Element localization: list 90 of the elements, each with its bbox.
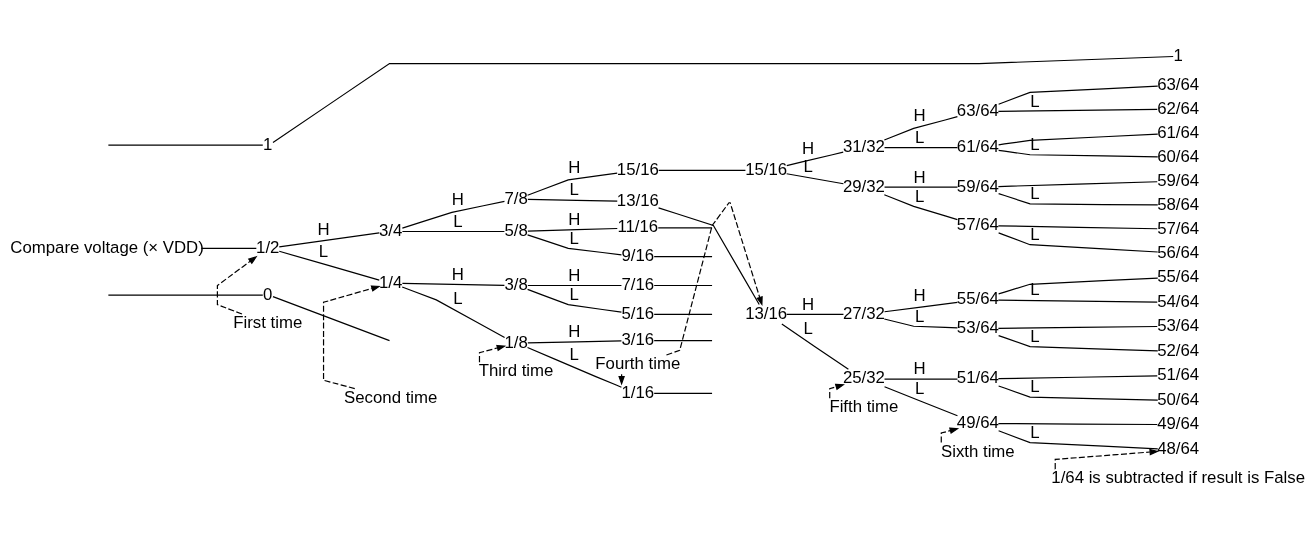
edge-label: H (451, 264, 464, 284)
node-text: 54/64 (1157, 291, 1200, 311)
node-text: 0 (263, 284, 273, 304)
edge-label: H (568, 209, 581, 229)
node-text: 1 (1173, 45, 1183, 65)
node-text: 5/16 (621, 303, 655, 323)
edge-label: L (1030, 327, 1040, 347)
node-text: Sixth time (941, 441, 1015, 461)
node-text: 13/16 (745, 303, 788, 323)
edge-label: L (569, 345, 579, 365)
edge-label: H (802, 294, 815, 314)
edge-label: H (802, 138, 815, 158)
node-text: 13/16 (616, 190, 659, 210)
node-text: 52/64 (1157, 340, 1200, 360)
edge-label: H (913, 167, 926, 187)
edge-label: H (451, 190, 464, 210)
edge-label: H (913, 106, 926, 126)
node-text: 1/4 (379, 272, 403, 292)
node-text: 49/64 (956, 412, 999, 432)
edge-label: L (1030, 135, 1040, 155)
node-text: 56/64 (1157, 242, 1200, 262)
node-text: 48/64 (1157, 439, 1200, 459)
edge-label: H (913, 286, 926, 306)
node-text: 15/16 (745, 159, 788, 179)
node-text: 53/64 (956, 318, 999, 338)
node-text: 9/16 (621, 246, 655, 266)
node-text: 3/4 (379, 220, 403, 240)
node-text: 61/64 (956, 136, 999, 156)
node-text: 29/32 (842, 176, 885, 196)
node-text: 25/32 (842, 368, 885, 388)
node-text: 1 (263, 134, 273, 154)
node-text: 49/64 (1157, 414, 1200, 434)
node-text: 58/64 (1157, 194, 1200, 214)
edge-label: H (568, 322, 581, 342)
node-text: 31/32 (842, 136, 885, 156)
edge-label: L (915, 306, 925, 326)
edge-label: L (1030, 377, 1040, 397)
node-text: 1/8 (504, 332, 528, 352)
edge-label: L (915, 378, 925, 398)
node-text: 1/16 (621, 382, 655, 402)
edge-label: L (1030, 225, 1040, 245)
node-text: 3/8 (504, 274, 528, 294)
node-text: 51/64 (1157, 364, 1200, 384)
node-text: 60/64 (1157, 146, 1200, 166)
node-text: 63/64 (956, 101, 999, 121)
edge-label: L (1030, 280, 1040, 300)
node-text: Compare voltage (× VDD) (10, 237, 204, 257)
edge-label: L (803, 318, 813, 338)
node-text: 15/16 (616, 159, 659, 179)
node-text: 59/64 (956, 176, 999, 196)
node-text: 63/64 (1157, 74, 1200, 94)
edge-label: L (569, 179, 579, 199)
node-text: Fifth time (829, 397, 899, 417)
node-text: Second time (344, 387, 438, 407)
node-text: 11/16 (617, 217, 659, 237)
edge-label: L (1030, 423, 1040, 443)
node-text: 53/64 (1157, 315, 1200, 335)
node-text: 61/64 (1157, 122, 1200, 142)
edge-label: H (913, 359, 926, 379)
node-text: 1/2 (256, 237, 280, 257)
node-text: 7/16 (621, 274, 655, 294)
node-text: 59/64 (1157, 170, 1200, 190)
edge-label: L (915, 186, 925, 206)
node-text: Third time (478, 361, 554, 381)
edge-label: H (568, 265, 581, 285)
node-text: 51/64 (956, 368, 999, 388)
edge-label: L (1030, 184, 1040, 204)
node-text: 7/8 (504, 188, 528, 208)
edge-label: L (915, 128, 925, 147)
node-text: 27/32 (842, 303, 885, 323)
edge-label: L (453, 288, 463, 308)
edge-label: L (569, 285, 579, 305)
edge-label: H (317, 220, 330, 240)
node-text: 50/64 (1157, 390, 1200, 410)
node-text: First time (233, 313, 303, 333)
edge-label: L (453, 211, 463, 231)
edge-label: L (318, 241, 329, 261)
node-text: 3/16 (621, 330, 655, 350)
node-text: 1/64 is subtracted if result is False (1051, 468, 1306, 488)
node-text: Fourth time (595, 354, 681, 374)
edge-label: L (803, 156, 813, 176)
node-text: 55/64 (956, 289, 999, 309)
node-text: 55/64 (1157, 266, 1200, 286)
edge-label: H (568, 157, 581, 177)
edge-label: L (569, 228, 579, 248)
node-text: 5/8 (504, 220, 528, 240)
node-text: 57/64 (956, 214, 999, 234)
node-text: 62/64 (1157, 98, 1200, 118)
node-text: 57/64 (1157, 218, 1200, 238)
edge-label: L (1030, 92, 1040, 112)
